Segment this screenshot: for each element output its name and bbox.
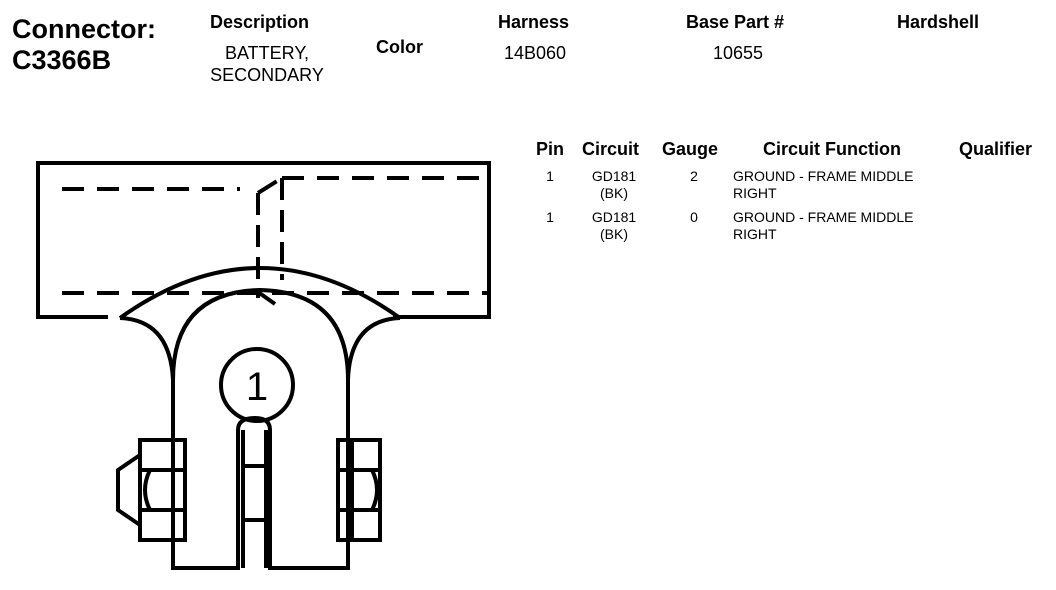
harness-value: 14B060 bbox=[504, 43, 567, 63]
pin-1-circle bbox=[219, 347, 295, 423]
left-nut-curve bbox=[143, 469, 152, 511]
col-header-gauge: Gauge bbox=[662, 139, 719, 159]
row-1-circuit: GD181 (BK) bbox=[584, 168, 644, 202]
row-1-pin: 1 bbox=[546, 168, 554, 184]
description-value: BATTERY, SECONDARY bbox=[187, 42, 347, 86]
row-2-function-line-2: RIGHT bbox=[733, 226, 777, 242]
row-2-circuit-line-1: GD181 bbox=[591, 209, 637, 225]
color-header: Color bbox=[376, 37, 423, 57]
description-line-1: BATTERY, bbox=[224, 43, 310, 63]
crimp-right-fillet bbox=[346, 316, 401, 381]
right-nut bbox=[336, 438, 382, 542]
connector-id: C3366B bbox=[12, 45, 112, 75]
crimp-outer-arc bbox=[118, 266, 402, 320]
left-nut-body bbox=[116, 453, 142, 527]
row-2-circuit: GD181 (BK) bbox=[584, 209, 644, 243]
description-header: Description bbox=[210, 12, 310, 32]
battery-terminal-diagram: 1 bbox=[36, 161, 491, 570]
row-1-function: GROUND - FRAME MIDDLE RIGHT bbox=[733, 168, 953, 202]
conductor-bend bbox=[256, 290, 277, 306]
clamp-outer bbox=[171, 287, 350, 570]
col-header-qualifier: Qualifier bbox=[959, 139, 1033, 159]
left-nut bbox=[138, 438, 187, 542]
row-1-function-line-2: RIGHT bbox=[733, 185, 777, 201]
connector-label: Connector: bbox=[12, 14, 156, 44]
left-nut-flats bbox=[140, 468, 185, 512]
pin-1-label: 1 bbox=[246, 365, 268, 409]
conductor-end bbox=[256, 176, 284, 298]
harness-header: Harness bbox=[498, 12, 570, 32]
col-header-pin: Pin bbox=[536, 139, 565, 159]
clamp-slot bbox=[241, 430, 268, 568]
col-header-circuit: Circuit bbox=[582, 139, 640, 159]
connector-title: Connector: C3366B bbox=[12, 14, 156, 76]
description-line-2: SECONDARY bbox=[210, 65, 324, 85]
row-1-gauge: 2 bbox=[690, 168, 698, 184]
base-part-value: 10655 bbox=[713, 43, 764, 63]
row-2-gauge: 0 bbox=[690, 209, 698, 225]
row-2-pin: 1 bbox=[546, 209, 554, 225]
base-part-header: Base Part # bbox=[686, 12, 785, 32]
row-2-function: GROUND - FRAME MIDDLE RIGHT bbox=[733, 209, 953, 243]
right-nut-curve bbox=[370, 469, 379, 511]
cable-dash-top bbox=[62, 176, 489, 191]
row-1-function-line-1: GROUND - FRAME MIDDLE bbox=[733, 168, 914, 184]
row-1-circuit-line-2: (BK) bbox=[600, 185, 628, 201]
row-2-function-line-1: GROUND - FRAME MIDDLE bbox=[733, 209, 914, 225]
crimp-left-fillet bbox=[119, 316, 175, 381]
row-1-circuit-line-1: GD181 bbox=[591, 168, 637, 184]
col-header-circuit-function: Circuit Function bbox=[763, 139, 901, 159]
row-2-circuit-line-2: (BK) bbox=[600, 226, 628, 242]
hardshell-header: Hardshell bbox=[897, 12, 980, 32]
cable-outline bbox=[36, 161, 491, 319]
